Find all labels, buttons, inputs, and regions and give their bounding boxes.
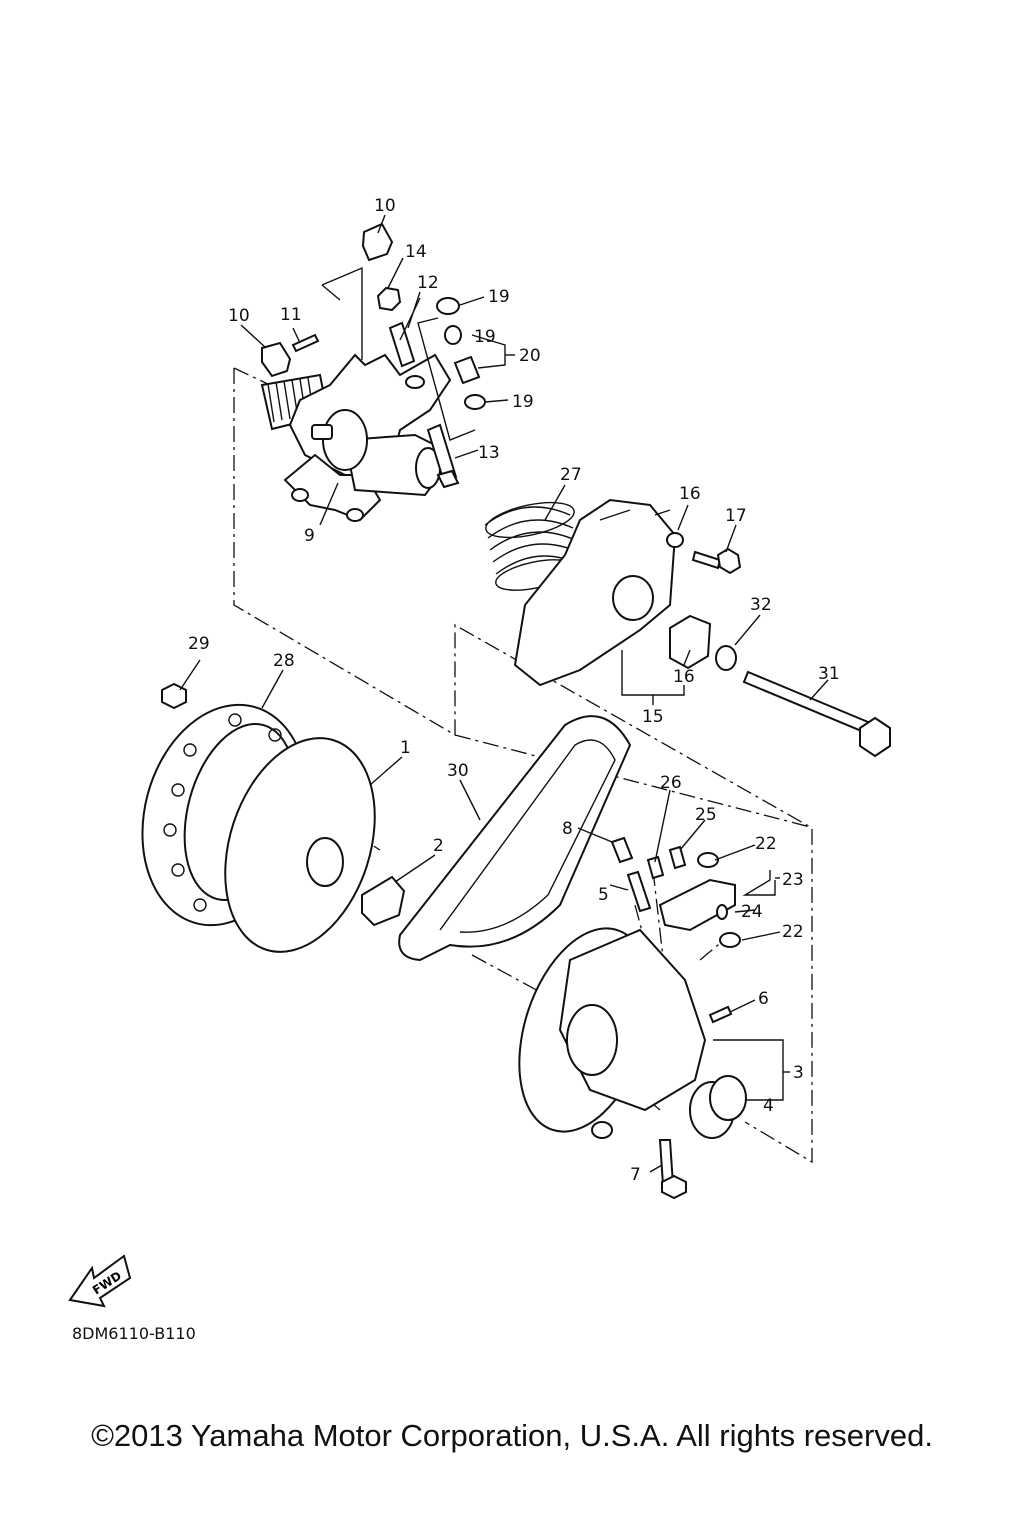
callout-19-top: 19	[488, 287, 510, 307]
part-4-bushing	[689, 1075, 747, 1139]
callout-3: 3	[793, 1063, 804, 1083]
mid-right-small-parts	[610, 836, 741, 948]
callout-29: 29	[188, 634, 210, 654]
callout-labels: 10 14 12 19 19 20 19 10 11 13 9 27 16 17…	[188, 196, 840, 1185]
callout-27: 27	[560, 465, 582, 485]
part-30-drive-belt	[398, 715, 632, 962]
part-15-spring-cover	[513, 498, 677, 687]
callout-7: 7	[630, 1165, 641, 1185]
callout-9: 9	[304, 526, 315, 546]
diagram-code: 8DM6110-B110	[72, 1324, 196, 1343]
callout-10-left: 10	[228, 306, 250, 326]
part-3-movable-sheave	[518, 927, 707, 1139]
callout-24: 24	[741, 902, 763, 922]
callout-28: 28	[273, 651, 295, 671]
callout-22-top: 22	[755, 834, 777, 854]
callout-26: 26	[660, 773, 682, 793]
part-9-spider-assembly	[260, 353, 452, 522]
callout-21: 19	[474, 327, 496, 347]
callout-13: 13	[478, 443, 500, 463]
callout-23: 23	[782, 870, 804, 890]
callout-16: 16	[673, 667, 695, 687]
leader-lines	[179, 214, 829, 1173]
callout-15: 15	[642, 707, 664, 727]
upper-small-parts	[261, 222, 486, 489]
callout-14: 14	[405, 242, 427, 262]
callout-11: 11	[280, 305, 302, 325]
callout-20: 20	[519, 346, 541, 366]
part-7-bolt	[658, 1139, 687, 1200]
callout-12: 12	[417, 273, 439, 293]
fwd-arrow-icon: FWD	[68, 1254, 132, 1308]
callout-17: 17	[725, 506, 747, 526]
callout-31: 31	[818, 664, 840, 684]
callout-1: 1	[400, 738, 411, 758]
callout-18: 16	[679, 484, 701, 504]
cover-small-parts	[666, 532, 891, 758]
callout-5: 5	[598, 885, 609, 905]
part-1-fixed-sheave	[224, 737, 376, 953]
callout-8: 8	[562, 819, 573, 839]
part-6-screw	[708, 1005, 733, 1024]
copyright-notice: ©2013 Yamaha Motor Corporation, U.S.A. A…	[91, 1418, 933, 1453]
part-2-collar	[361, 875, 406, 927]
callout-25: 25	[695, 805, 717, 825]
callout-32: 32	[750, 595, 772, 615]
callout-4: 4	[763, 1096, 774, 1116]
callout-2: 2	[433, 836, 444, 856]
callout-22-lower: 22	[782, 922, 804, 942]
callout-6: 6	[758, 989, 769, 1009]
callout-30: 30	[447, 761, 469, 781]
callout-10-top: 10	[374, 196, 396, 216]
callout-19-lower: 19	[512, 392, 534, 412]
